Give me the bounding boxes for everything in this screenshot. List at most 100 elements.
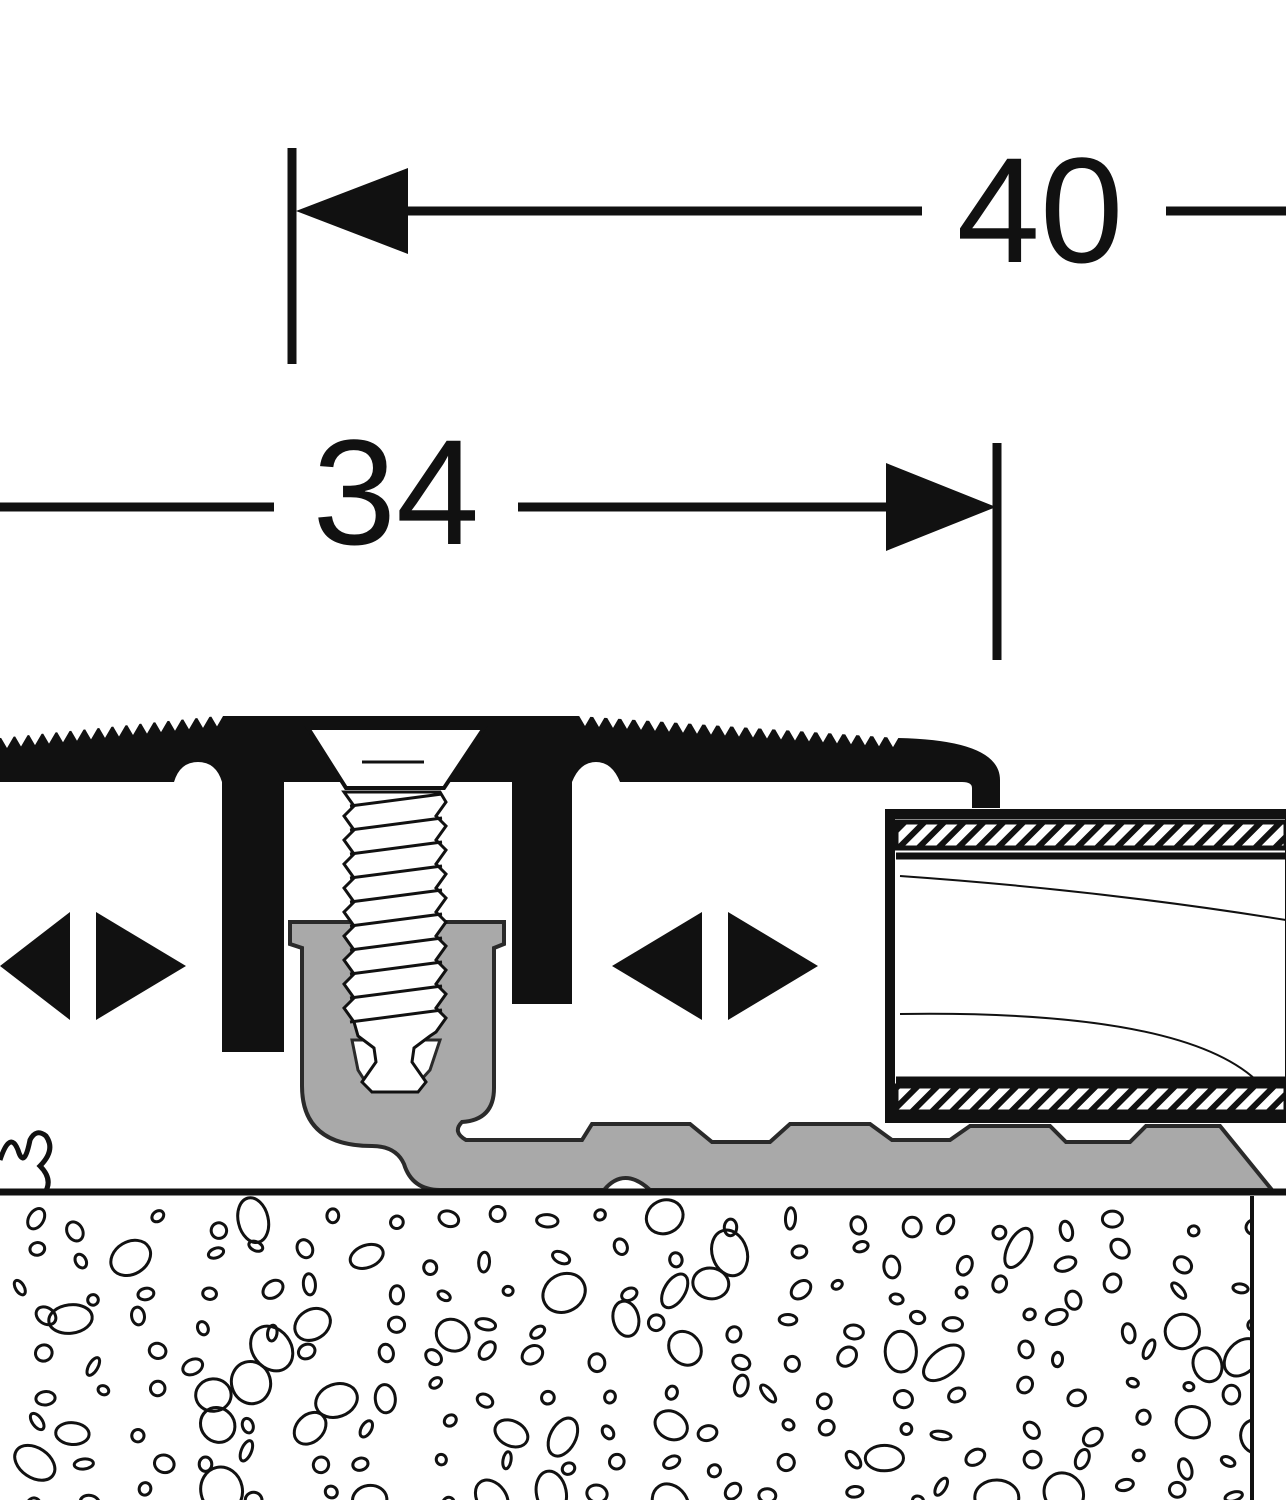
pebble: [243, 1490, 264, 1500]
pebble: [488, 1205, 507, 1223]
pebble: [501, 1284, 515, 1297]
pebble: [314, 1382, 359, 1419]
movement-arrow-right-a: [96, 912, 186, 1020]
pebble: [1254, 1258, 1269, 1271]
pebble: [434, 1317, 471, 1353]
spring-clip: [0, 1130, 53, 1196]
pebble: [1066, 1388, 1087, 1408]
pebble: [757, 1487, 778, 1500]
pebble: [776, 1452, 796, 1473]
pebble: [1163, 1312, 1201, 1351]
aggregate-pebbles: [12, 1196, 1269, 1500]
pebble: [1003, 1226, 1034, 1269]
pebble: [474, 1317, 498, 1332]
screw-thread-ridge: [349, 792, 443, 808]
pebble: [1239, 1418, 1250, 1456]
wood-grain-line-1: [899, 875, 1286, 921]
movement-arrow-left-a: [0, 912, 70, 1020]
dimension-40: 40: [287, 126, 1286, 364]
pebble: [137, 1481, 153, 1497]
pebble: [1050, 1350, 1065, 1369]
pebble: [12, 1278, 27, 1297]
dimension-label-34: 34: [313, 408, 480, 576]
pebble: [991, 1274, 1009, 1294]
pebble: [293, 1306, 332, 1342]
pebble: [911, 1494, 925, 1500]
pebble: [86, 1293, 100, 1307]
pebble: [13, 1443, 57, 1482]
pebble: [546, 1416, 580, 1458]
pebble: [130, 1428, 146, 1444]
pebble: [28, 1411, 46, 1432]
double-arrow-icon: [0, 912, 186, 1020]
covering-outline: [885, 809, 1286, 1123]
pebble: [47, 1303, 94, 1335]
arrow-left-icon: [296, 168, 408, 254]
double-arrow-icon: [612, 912, 818, 1020]
pebble: [520, 1344, 545, 1366]
pebble: [843, 1323, 865, 1341]
pebble: [731, 1353, 752, 1371]
pebble: [790, 1244, 809, 1260]
pebble: [781, 1418, 796, 1432]
pebble: [1016, 1375, 1035, 1395]
pebble: [73, 1252, 89, 1270]
pebble: [644, 1198, 685, 1236]
pebble: [1064, 1289, 1083, 1311]
pebble: [1246, 1318, 1250, 1332]
covering-top-layer: [893, 819, 1286, 851]
wood-grain-line-2: [899, 1012, 1257, 1081]
pebble: [25, 1496, 42, 1500]
pebble: [206, 1246, 226, 1260]
pebble: [198, 1405, 237, 1444]
pebble: [1042, 1471, 1086, 1500]
pebble: [358, 1419, 375, 1439]
pebble: [493, 1418, 530, 1449]
pebble: [817, 1418, 836, 1437]
pebble: [247, 1239, 265, 1253]
pebble: [34, 1390, 57, 1407]
screw-thread-ridge: [349, 864, 443, 880]
pebble: [908, 1309, 927, 1326]
pebble: [475, 1392, 495, 1409]
movement-arrow-left-b: [612, 912, 702, 1020]
pebble: [1170, 1281, 1188, 1300]
pebble: [109, 1238, 153, 1278]
pebble: [28, 1241, 47, 1257]
pebble: [882, 1254, 902, 1280]
pebble: [477, 1340, 497, 1361]
pebble: [1109, 1237, 1131, 1260]
pebble: [551, 1249, 572, 1266]
pebble: [1058, 1219, 1075, 1243]
pebble: [136, 1286, 156, 1302]
pebble: [1120, 1322, 1137, 1345]
pebble: [150, 1209, 166, 1224]
pebble: [388, 1284, 406, 1306]
pebble: [1053, 1255, 1078, 1273]
pebble: [33, 1343, 54, 1363]
pebble: [148, 1379, 167, 1398]
pebble: [973, 1478, 1021, 1500]
pebble: [238, 1439, 255, 1463]
pebble: [815, 1392, 833, 1411]
screw-thread-ridge: [349, 960, 443, 976]
pebble: [667, 1329, 703, 1367]
pebble: [541, 1271, 587, 1314]
pebble: [1167, 1480, 1187, 1499]
pebble: [292, 1410, 328, 1446]
pebble: [600, 1424, 616, 1441]
pebble: [587, 1352, 607, 1374]
pebble: [85, 1356, 102, 1377]
pebble: [964, 1447, 987, 1467]
pebble: [852, 1240, 870, 1254]
pebble: [1022, 1420, 1041, 1440]
pebble: [933, 1476, 950, 1497]
pebble: [1135, 1408, 1152, 1426]
screw-thread-ridge: [349, 1008, 443, 1024]
pebble: [209, 1221, 229, 1240]
pebble: [78, 1493, 101, 1500]
pebble: [783, 1206, 798, 1231]
pebble: [236, 1196, 271, 1244]
pebble: [147, 1341, 168, 1361]
